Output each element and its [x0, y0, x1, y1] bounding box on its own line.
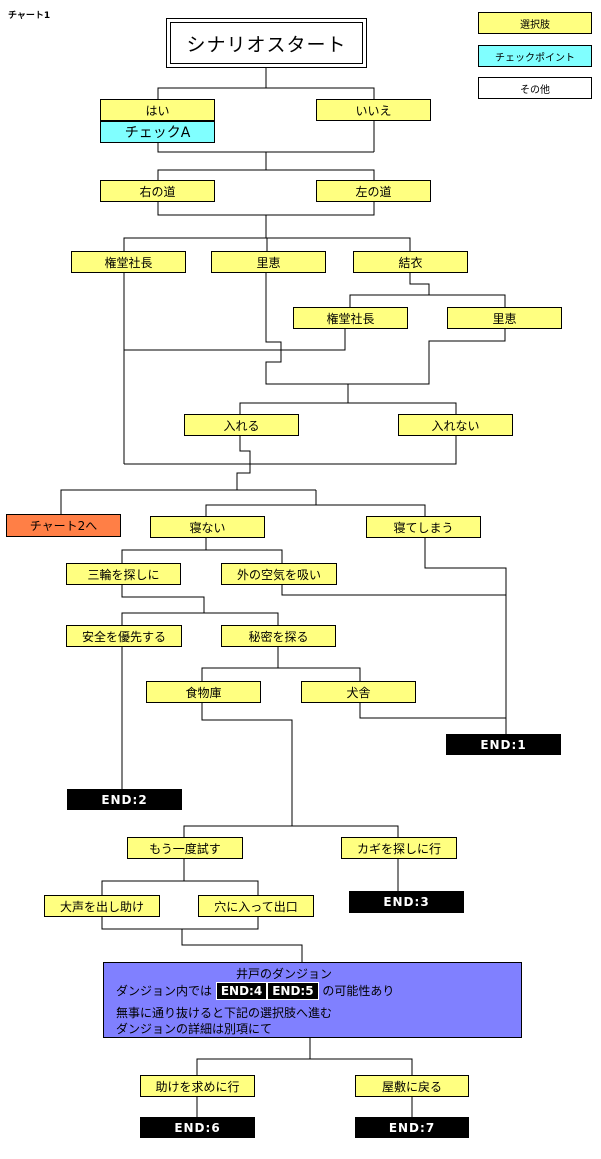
- node-gondo-2[interactable]: 権堂社長: [293, 307, 408, 329]
- node-satoe-1[interactable]: 里恵: [211, 251, 326, 273]
- node-right-road[interactable]: 右の道: [100, 180, 215, 202]
- dungeon-end-4: END:4: [215, 982, 268, 1000]
- node-search-miwa[interactable]: 三輪を探しに: [66, 563, 181, 585]
- node-left-road[interactable]: 左の道: [316, 180, 431, 202]
- node-try-again[interactable]: もう一度試す: [127, 837, 243, 859]
- node-fall-asleep[interactable]: 寝てしまう: [366, 516, 481, 538]
- dungeon-end-5: END:5: [267, 982, 319, 1000]
- node-yes[interactable]: はい: [100, 99, 215, 121]
- node-kennel[interactable]: 犬舎: [301, 681, 416, 703]
- dungeon-line-1-prefix: ダンジョン内では: [116, 984, 213, 998]
- node-gondo-1[interactable]: 権堂社長: [71, 251, 186, 273]
- node-into-hole[interactable]: 穴に入って出口: [198, 895, 314, 917]
- end-6: END:6: [140, 1117, 255, 1138]
- node-pantry[interactable]: 食物庫: [146, 681, 261, 703]
- start-label: シナリオスタート: [170, 22, 363, 64]
- node-search-key[interactable]: カギを探しに行: [341, 837, 457, 859]
- node-search-secret[interactable]: 秘密を探る: [221, 625, 336, 647]
- node-put-in[interactable]: 入れる: [184, 414, 299, 436]
- legend-other: その他: [478, 77, 592, 99]
- dungeon-title: 井戸のダンジョン: [236, 967, 333, 981]
- node-no[interactable]: いいえ: [316, 99, 431, 121]
- dungeon-line-1-suffix: の可能性あり: [322, 984, 395, 998]
- start-node: シナリオスタート: [166, 18, 367, 68]
- node-check-a: チェックA: [100, 121, 215, 143]
- node-dont-sleep[interactable]: 寝ない: [150, 516, 265, 538]
- legend-checkpoint: チェックポイント: [478, 45, 592, 67]
- node-ask-help[interactable]: 助けを求めに行: [140, 1075, 255, 1097]
- node-shout-help[interactable]: 大声を出し助け: [44, 895, 160, 917]
- node-return-mansion[interactable]: 屋敷に戻る: [355, 1075, 469, 1097]
- node-outside-air[interactable]: 外の空気を吸い: [221, 563, 337, 585]
- legend-choice: 選択肢: [478, 12, 592, 34]
- node-satoe-2[interactable]: 里恵: [447, 307, 562, 329]
- dungeon-line-3: ダンジョンの詳細は別項にて: [116, 1022, 273, 1036]
- chart-label: チャート1: [8, 11, 51, 21]
- end-7: END:7: [355, 1117, 469, 1138]
- node-not-put-in[interactable]: 入れない: [398, 414, 513, 436]
- end-2: END:2: [67, 789, 182, 810]
- end-3: END:3: [349, 891, 464, 913]
- dungeon-line-2: 無事に通り抜けると下記の選択肢へ進む: [116, 1006, 333, 1020]
- node-yui[interactable]: 結衣: [353, 251, 468, 273]
- node-to-chart-2[interactable]: チャート2へ: [6, 514, 121, 537]
- end-1: END:1: [446, 734, 561, 755]
- node-safety-first[interactable]: 安全を優先する: [66, 625, 182, 647]
